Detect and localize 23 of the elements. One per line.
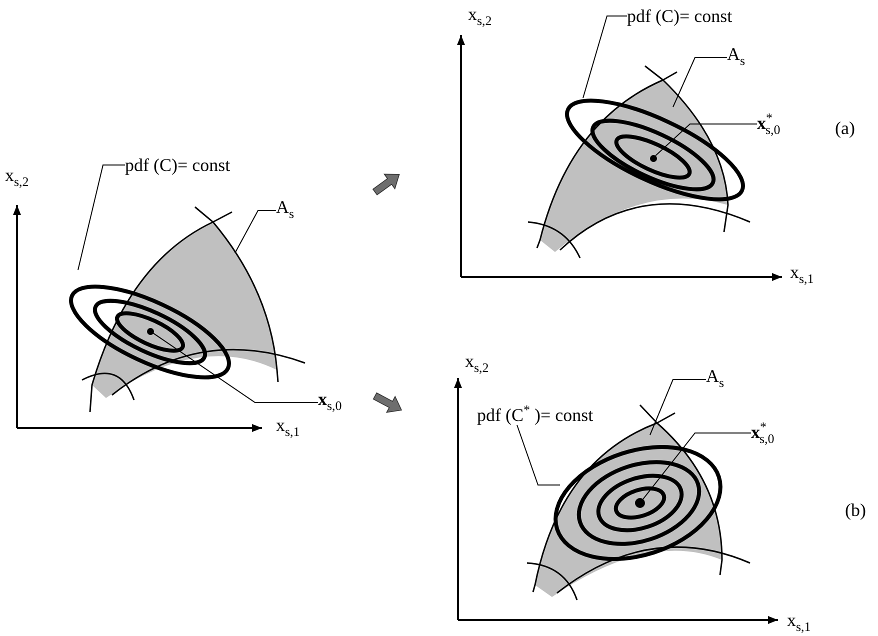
axis-label: x$_{s,1}$ [276,415,300,441]
region-label: A$_{s}$ [276,197,294,224]
leader-line [655,124,758,156]
leader-line [78,164,126,270]
leader-line [672,57,728,108]
region-label: A$_{s}$ [706,366,724,393]
axis-label: x$_{s,2}$ [465,351,489,377]
panel-caption: (b) [845,500,866,520]
leader-line [582,16,628,98]
density-contour-label: pdf (C)= const [125,155,230,175]
point-label: x$_{s,0}$ [318,389,342,416]
axis-label: x$_{s,1}$ [787,610,811,636]
axis-label: x$_{s,1}$ [790,262,814,288]
leader-line [516,424,560,486]
axis-label: x$_{s,2}$ [468,4,492,30]
axis-label: x$_{s,2}$ [5,165,29,191]
leader-line [234,210,276,254]
density-contour-label: pdf (C)= const [627,6,732,26]
leader-line [642,432,752,500]
region-label: A$_{s}$ [727,44,746,71]
leader-line [650,379,706,436]
panel-caption: (a) [835,118,855,138]
density-contour-label: pdf (C$^{*}$ )= const [477,400,594,425]
